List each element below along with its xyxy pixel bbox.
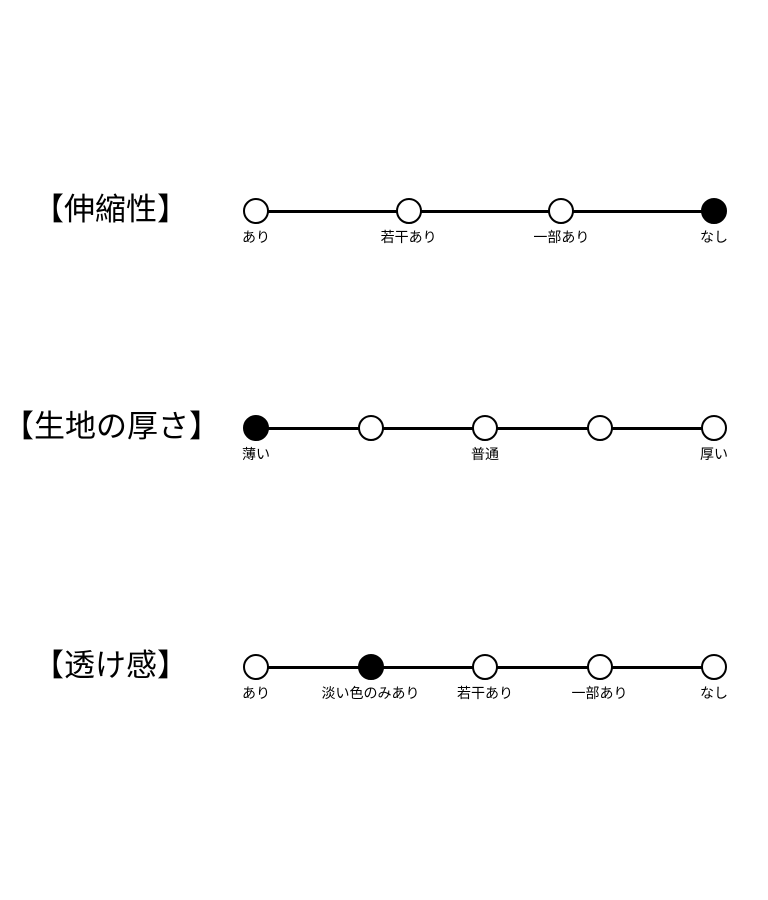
scale-track xyxy=(256,210,714,213)
scale-point-label: なし xyxy=(700,230,728,246)
scale-point xyxy=(548,198,575,224)
scale-point xyxy=(243,198,269,224)
scale-point xyxy=(586,654,613,680)
scale-point xyxy=(701,415,727,441)
scale-point-label: あり xyxy=(242,686,270,702)
scale-point-label: 薄い xyxy=(242,447,270,463)
scale-point-label: 淡い色のみあり xyxy=(321,686,420,702)
scale-point-selected xyxy=(701,198,727,224)
scale-point-label: 若干あり xyxy=(380,230,437,246)
scale-title: 【生地の厚さ】 xyxy=(3,409,220,445)
scale-point-label: 一部あり xyxy=(533,230,590,246)
scale-point xyxy=(472,415,498,441)
scale-sheerness: 【透け感】あり 淡い色のみあり 若干あり 一部あり なし xyxy=(0,632,768,712)
scale-point-label: 一部あり xyxy=(571,686,628,702)
scale-point xyxy=(586,415,613,441)
scale-point-label: 普通 xyxy=(471,447,499,463)
scale-point xyxy=(701,654,727,680)
scale-stretch: 【伸縮性】あり 若干あり 一部あり なし xyxy=(0,176,768,256)
scale-point-selected xyxy=(357,654,384,680)
scale-point xyxy=(243,654,269,680)
scale-point xyxy=(357,415,384,441)
scale-point-label: 若干あり xyxy=(457,686,513,702)
scale-point xyxy=(472,654,498,680)
scale-point-label: あり xyxy=(242,230,270,246)
scale-title: 【透け感】 xyxy=(33,648,188,684)
scale-point-selected xyxy=(243,415,269,441)
scale-point-label: なし xyxy=(700,686,728,702)
scale-point-label: 厚い xyxy=(700,447,728,463)
scale-thickness: 【生地の厚さ】薄い 普通 厚い xyxy=(0,393,768,473)
scale-title: 【伸縮性】 xyxy=(33,192,188,228)
scale-point xyxy=(395,198,422,224)
